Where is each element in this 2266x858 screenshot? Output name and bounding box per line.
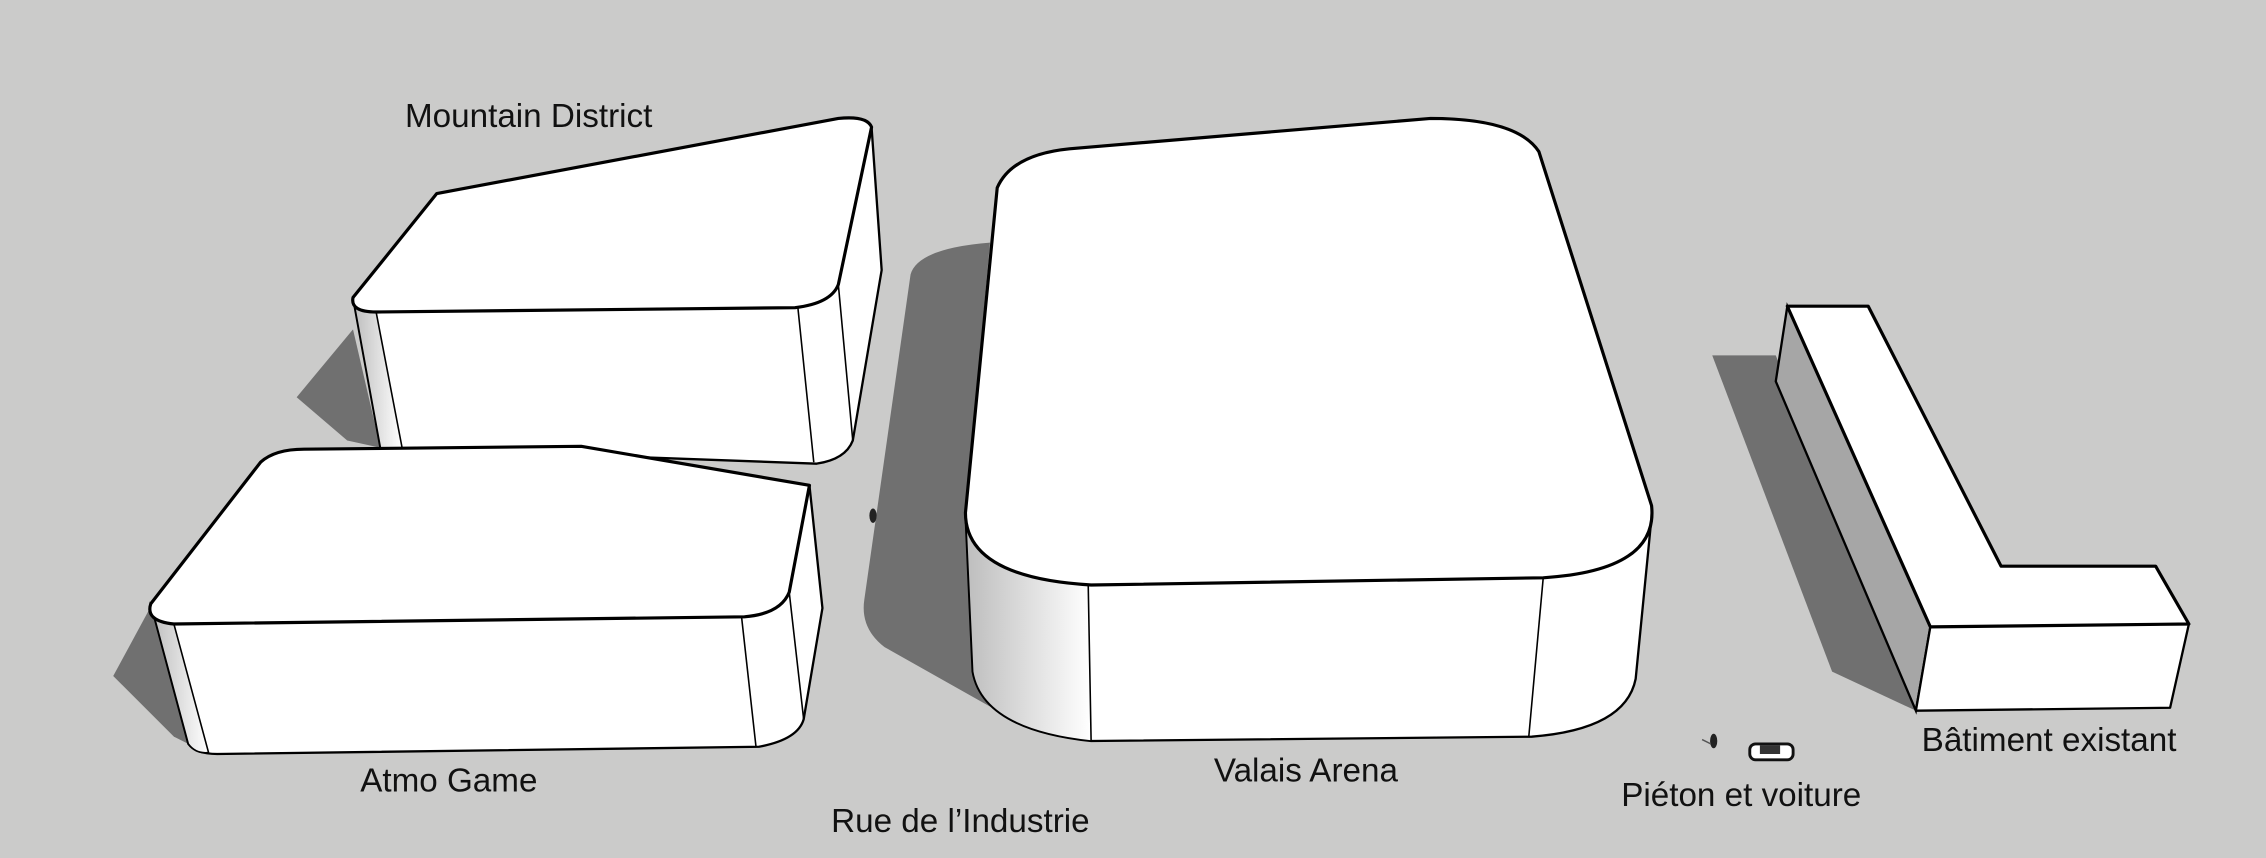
roof bbox=[148, 444, 812, 626]
shadow bbox=[296, 329, 381, 448]
building-mountain-district bbox=[296, 116, 883, 465]
shadow bbox=[113, 606, 189, 744]
shadow bbox=[863, 242, 998, 711]
label-mountain-district: Mountain District bbox=[405, 98, 652, 135]
roof bbox=[351, 116, 874, 314]
building-atmo-game bbox=[113, 444, 824, 756]
pedestrian-icon bbox=[1701, 733, 1718, 749]
roof bbox=[1785, 304, 2191, 629]
pedestrian-icon bbox=[869, 508, 877, 523]
front-face bbox=[1914, 622, 2191, 712]
label-atmo-game: Atmo Game bbox=[360, 763, 537, 800]
car-icon bbox=[1748, 742, 1795, 762]
building-valais-arena bbox=[863, 116, 1654, 743]
label-valais-arena: Valais Arena bbox=[1214, 752, 1399, 789]
building-existing bbox=[1712, 302, 2191, 715]
label-pieton-voiture: Piéton et voiture bbox=[1621, 777, 1861, 814]
label-rue-industrie: Rue de l’Industrie bbox=[831, 803, 1090, 840]
shadow bbox=[1712, 355, 1916, 711]
roof bbox=[963, 116, 1654, 587]
label-batiment-existant: Bâtiment existant bbox=[1922, 722, 2177, 759]
